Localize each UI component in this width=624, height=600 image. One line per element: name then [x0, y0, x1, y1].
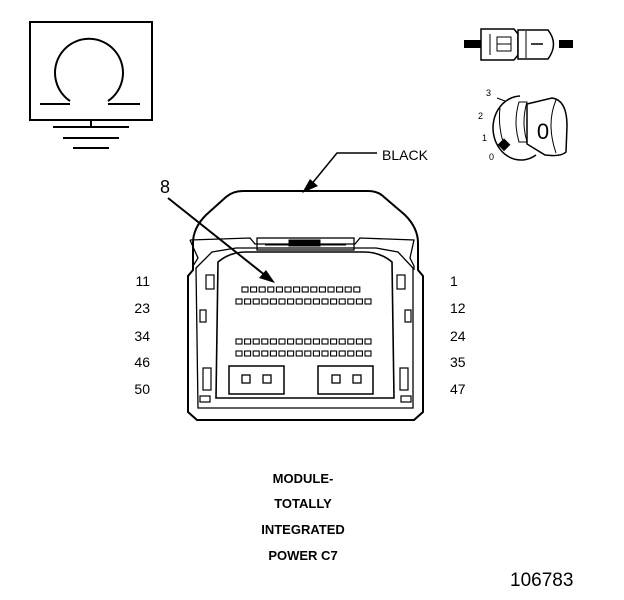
terminal-cavity	[241, 286, 249, 293]
pin-label-left: 46	[134, 354, 150, 370]
terminal-cavity	[252, 298, 260, 305]
color-callout: BLACK	[302, 147, 429, 193]
terminal-cavity	[347, 338, 355, 345]
connector-body	[187, 190, 424, 421]
pin-label-left: 34	[134, 328, 150, 344]
terminal-cavity	[338, 350, 346, 357]
pin-label-left: 50	[134, 381, 150, 397]
terminal-cavity	[318, 286, 326, 293]
terminal-cavity	[275, 286, 283, 293]
terminal-cavity	[269, 350, 277, 357]
terminal-cavity	[235, 298, 243, 305]
pin-label-right: 47	[450, 381, 466, 397]
terminal-cavity	[364, 298, 372, 305]
terminal-cavity	[261, 298, 269, 305]
terminal-cavity	[347, 298, 355, 305]
terminal-cavity	[244, 350, 252, 357]
terminal-cavity	[327, 286, 335, 293]
pin-label-left: 11	[135, 273, 150, 289]
terminal-cavity	[304, 338, 312, 345]
figure-number: 106783	[510, 570, 573, 591]
ignition-position-3: 3	[486, 88, 491, 98]
terminal-cavity	[261, 338, 269, 345]
terminal-cavity	[284, 286, 292, 293]
ignition-position-1: 1	[482, 133, 487, 143]
pin-label-right: 35	[450, 354, 466, 370]
terminal-cavities	[235, 286, 372, 357]
terminal-cavity	[261, 350, 269, 357]
terminal-cavity	[310, 286, 318, 293]
terminal-cavity	[321, 338, 329, 345]
terminal-cavity	[293, 286, 301, 293]
caption-line: MODULE-	[273, 471, 334, 486]
caption-line: POWER C7	[268, 548, 337, 563]
terminal-cavity	[321, 350, 329, 357]
terminal-cavity	[355, 350, 363, 357]
terminal-cavity	[278, 298, 286, 305]
pin-label-right: 12	[450, 300, 466, 316]
terminal-cavity	[244, 298, 252, 305]
pin-label-right: 24	[450, 328, 466, 344]
terminal-cavity	[336, 286, 344, 293]
ignition-key-icon: 0 3 2 1 0	[478, 88, 568, 162]
ignition-position-0: 0	[489, 152, 494, 162]
terminal-cavity	[278, 338, 286, 345]
pin-label-right: 1	[450, 273, 458, 289]
terminal-cavity	[287, 298, 295, 305]
terminal-cavity	[301, 286, 309, 293]
terminal-cavity	[353, 286, 361, 293]
terminal-cavity	[252, 338, 260, 345]
key-label: 0	[537, 119, 549, 144]
right-pin-labels: 1 12 24 35 47	[450, 273, 466, 397]
terminal-cavity	[295, 298, 303, 305]
terminal-cavity	[330, 298, 338, 305]
terminal-cavity	[250, 286, 258, 293]
terminal-cavity	[258, 286, 266, 293]
terminal-cavity	[269, 298, 277, 305]
terminal-cavity	[312, 338, 320, 345]
terminal-cavity	[235, 350, 243, 357]
terminal-cavity	[278, 350, 286, 357]
terminal-cavity	[338, 298, 346, 305]
ignition-position-2: 2	[478, 111, 483, 121]
terminal-cavity	[295, 350, 303, 357]
connector-plug-icon	[464, 28, 573, 61]
pin-callout-label: 8	[160, 177, 170, 197]
terminal-cavity	[304, 298, 312, 305]
terminal-cavity	[312, 298, 320, 305]
terminal-cavity	[287, 350, 295, 357]
terminal-cavity	[295, 338, 303, 345]
color-callout-label: BLACK	[382, 147, 429, 163]
terminal-cavity	[330, 350, 338, 357]
left-pin-labels: 11 23 34 46 50	[134, 273, 150, 397]
terminal-cavity	[269, 338, 277, 345]
terminal-cavity	[364, 350, 372, 357]
terminal-cavity	[304, 350, 312, 357]
terminal-cavity	[347, 350, 355, 357]
pin-label-left: 23	[134, 300, 150, 316]
ground-icon	[29, 21, 153, 149]
caption-line: INTEGRATED	[261, 522, 345, 537]
terminal-cavity	[252, 350, 260, 357]
terminal-cavity	[330, 338, 338, 345]
terminal-cavity	[235, 338, 243, 345]
terminal-cavity	[287, 338, 295, 345]
terminal-cavity	[355, 338, 363, 345]
terminal-cavity	[244, 338, 252, 345]
terminal-cavity	[344, 286, 352, 293]
pin-callout: 8	[160, 177, 275, 283]
terminal-cavity	[364, 338, 372, 345]
terminal-cavity	[267, 286, 275, 293]
connector-caption: MODULE- TOTALLY INTEGRATED POWER C7	[261, 471, 345, 563]
terminal-cavity	[312, 350, 320, 357]
terminal-cavity	[321, 298, 329, 305]
caption-line: TOTALLY	[274, 496, 332, 511]
terminal-cavity	[355, 298, 363, 305]
terminal-cavity	[338, 338, 346, 345]
